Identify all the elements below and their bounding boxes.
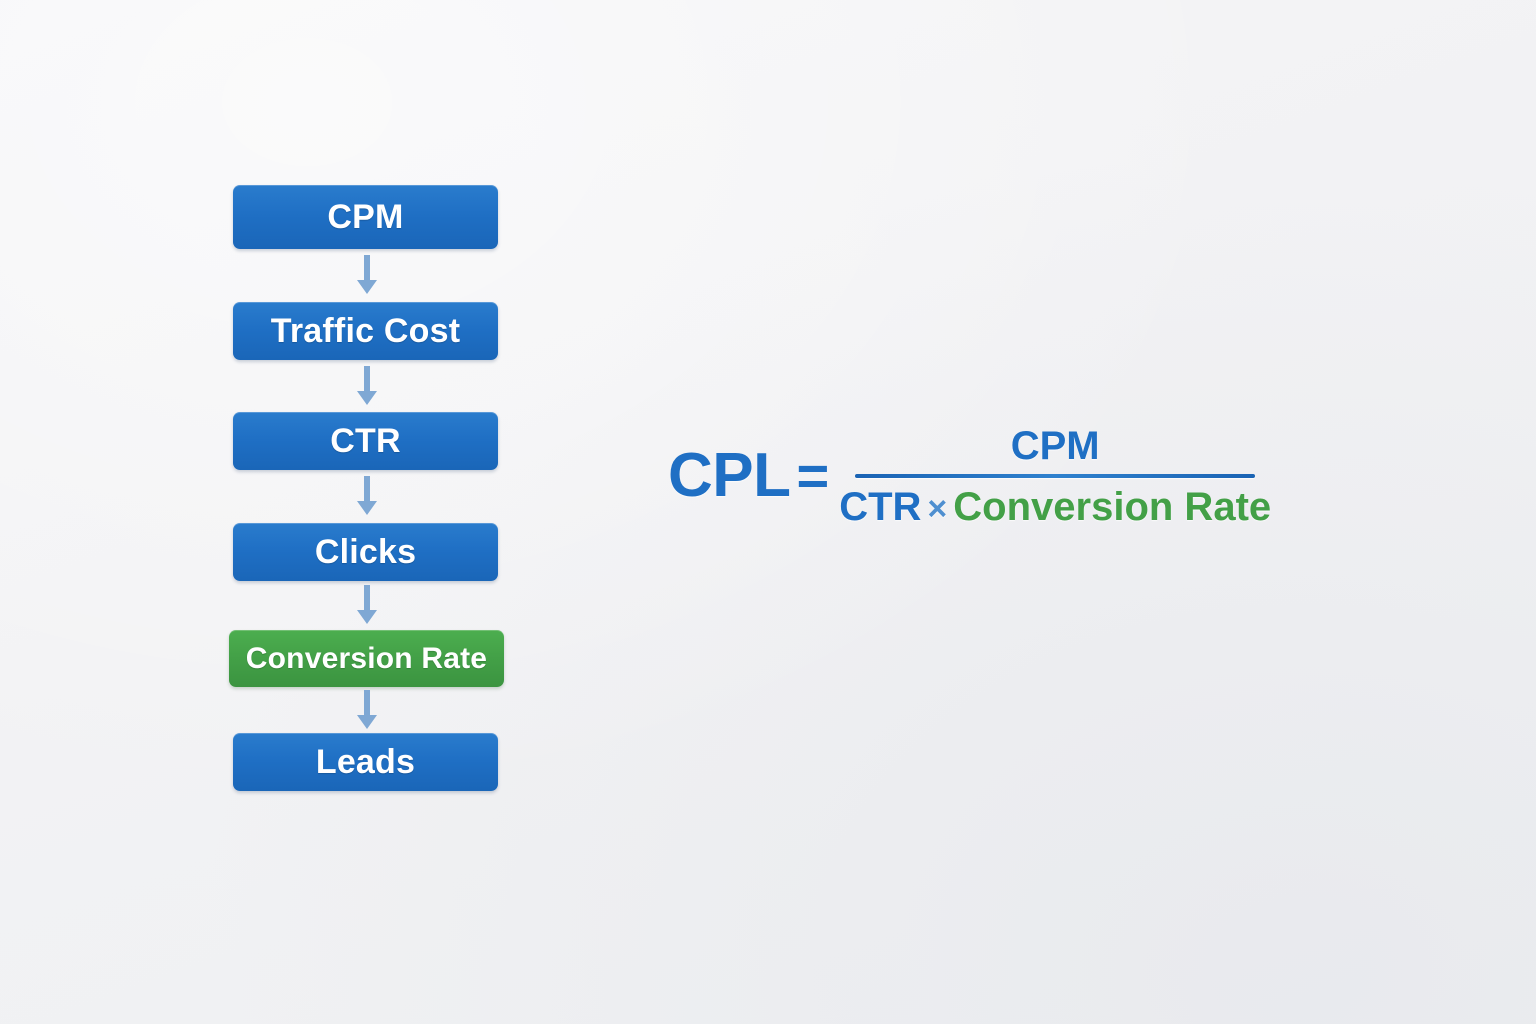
flow-node-conversion-rate[interactable]: Conversion Rate	[229, 630, 504, 687]
arrow-down-icon	[352, 476, 382, 518]
cpl-formula: CPL = CPM CTR×Conversion Rate	[668, 408, 1271, 544]
flow-node-label: CTR	[330, 422, 401, 460]
flow-node-label: Traffic Cost	[270, 312, 461, 350]
flow-node-leads[interactable]: Leads	[233, 733, 498, 791]
flow-node-clicks[interactable]: Clicks	[233, 523, 498, 581]
arrow-down-icon	[352, 255, 382, 297]
denominator-first-term: CTR	[839, 484, 922, 529]
arrow-down-icon	[352, 366, 382, 408]
flow-node-ctr[interactable]: CTR	[233, 412, 498, 470]
formula-equals-sign: =	[796, 444, 830, 507]
flow-node-traffic-cost[interactable]: Traffic Cost	[233, 302, 498, 360]
denominator-second-term: Conversion Rate	[953, 484, 1272, 529]
formula-denominator: CTR×Conversion Rate	[839, 478, 1271, 528]
flow-node-label: CPM	[327, 198, 404, 236]
formula-left-term: CPL	[668, 441, 791, 510]
flow-node-label: Clicks	[314, 533, 417, 571]
formula-numerator: CPM	[1010, 423, 1100, 468]
flow-node-cpm[interactable]: CPM	[233, 185, 498, 249]
formula-fraction: CPM CTR×Conversion Rate	[839, 425, 1271, 528]
arrow-down-icon	[352, 690, 382, 732]
multiplication-icon: ×	[927, 489, 948, 528]
fraction-bar	[855, 473, 1256, 478]
arrow-down-icon	[352, 585, 382, 627]
cpl-funnel-flowchart: CPM Traffic Cost CTR Clicks Conversion R…	[229, 185, 505, 795]
flow-node-label: Conversion Rate	[245, 641, 488, 675]
flow-node-label: Leads	[315, 743, 416, 781]
